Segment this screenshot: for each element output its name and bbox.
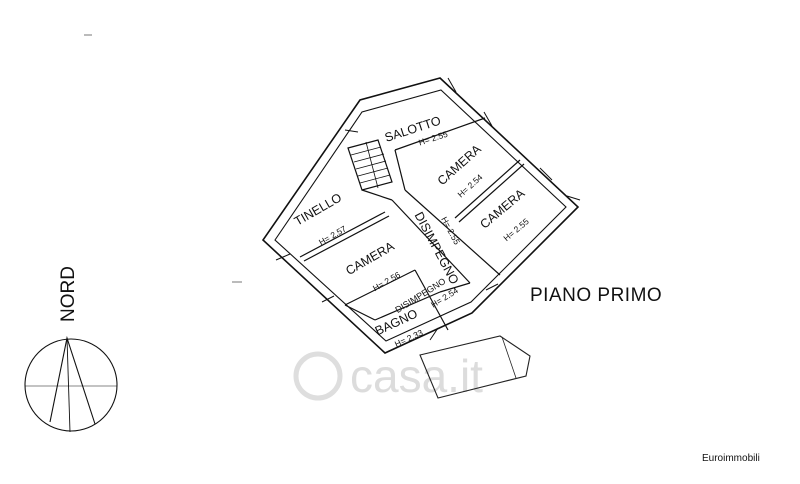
building-inner-wall — [274, 89, 567, 342]
staircase — [350, 141, 391, 189]
svg-text:H= 2.57: H= 2.57 — [317, 223, 348, 247]
interior-walls — [299, 117, 525, 331]
watermark-text: casa.it — [350, 350, 483, 402]
compass-circle — [24, 338, 118, 432]
svg-text:H= 2.55: H= 2.55 — [501, 216, 531, 243]
room-tinello: TINELLO H= 2.57 — [292, 190, 348, 247]
watermark: casa.it — [293, 350, 483, 402]
room-camera-1: CAMERA H= 2.54 — [435, 141, 485, 199]
svg-text:H= 2.56: H= 2.56 — [371, 269, 402, 293]
building-outer-wall — [261, 77, 580, 354]
north-arrow-icon — [49, 335, 96, 425]
agency-name: Euroimmobili — [702, 453, 760, 464]
window-marks — [275, 77, 581, 341]
watermark-logo-icon — [293, 351, 343, 401]
svg-text:CAMERA: CAMERA — [343, 239, 397, 278]
north-compass: NORD — [24, 266, 118, 433]
room-disimpegno-1: DISIMPEGNO H= 2.55 — [412, 210, 463, 287]
room-camera-2: CAMERA H= 2.55 — [477, 186, 531, 243]
stray-marks — [84, 34, 242, 283]
svg-text:DISIMPEGNO: DISIMPEGNO — [412, 210, 462, 287]
north-label: NORD — [58, 266, 79, 322]
room-bagno: BAGNO H= 2.33 — [373, 306, 425, 349]
svg-text:TINELLO: TINELLO — [292, 190, 344, 228]
entrance-ramp — [419, 335, 531, 399]
svg-text:H= 2.55: H= 2.55 — [439, 215, 462, 246]
room-camera-3: CAMERA H= 2.56 — [343, 239, 402, 293]
floor-title: PIANO PRIMO — [530, 285, 662, 306]
